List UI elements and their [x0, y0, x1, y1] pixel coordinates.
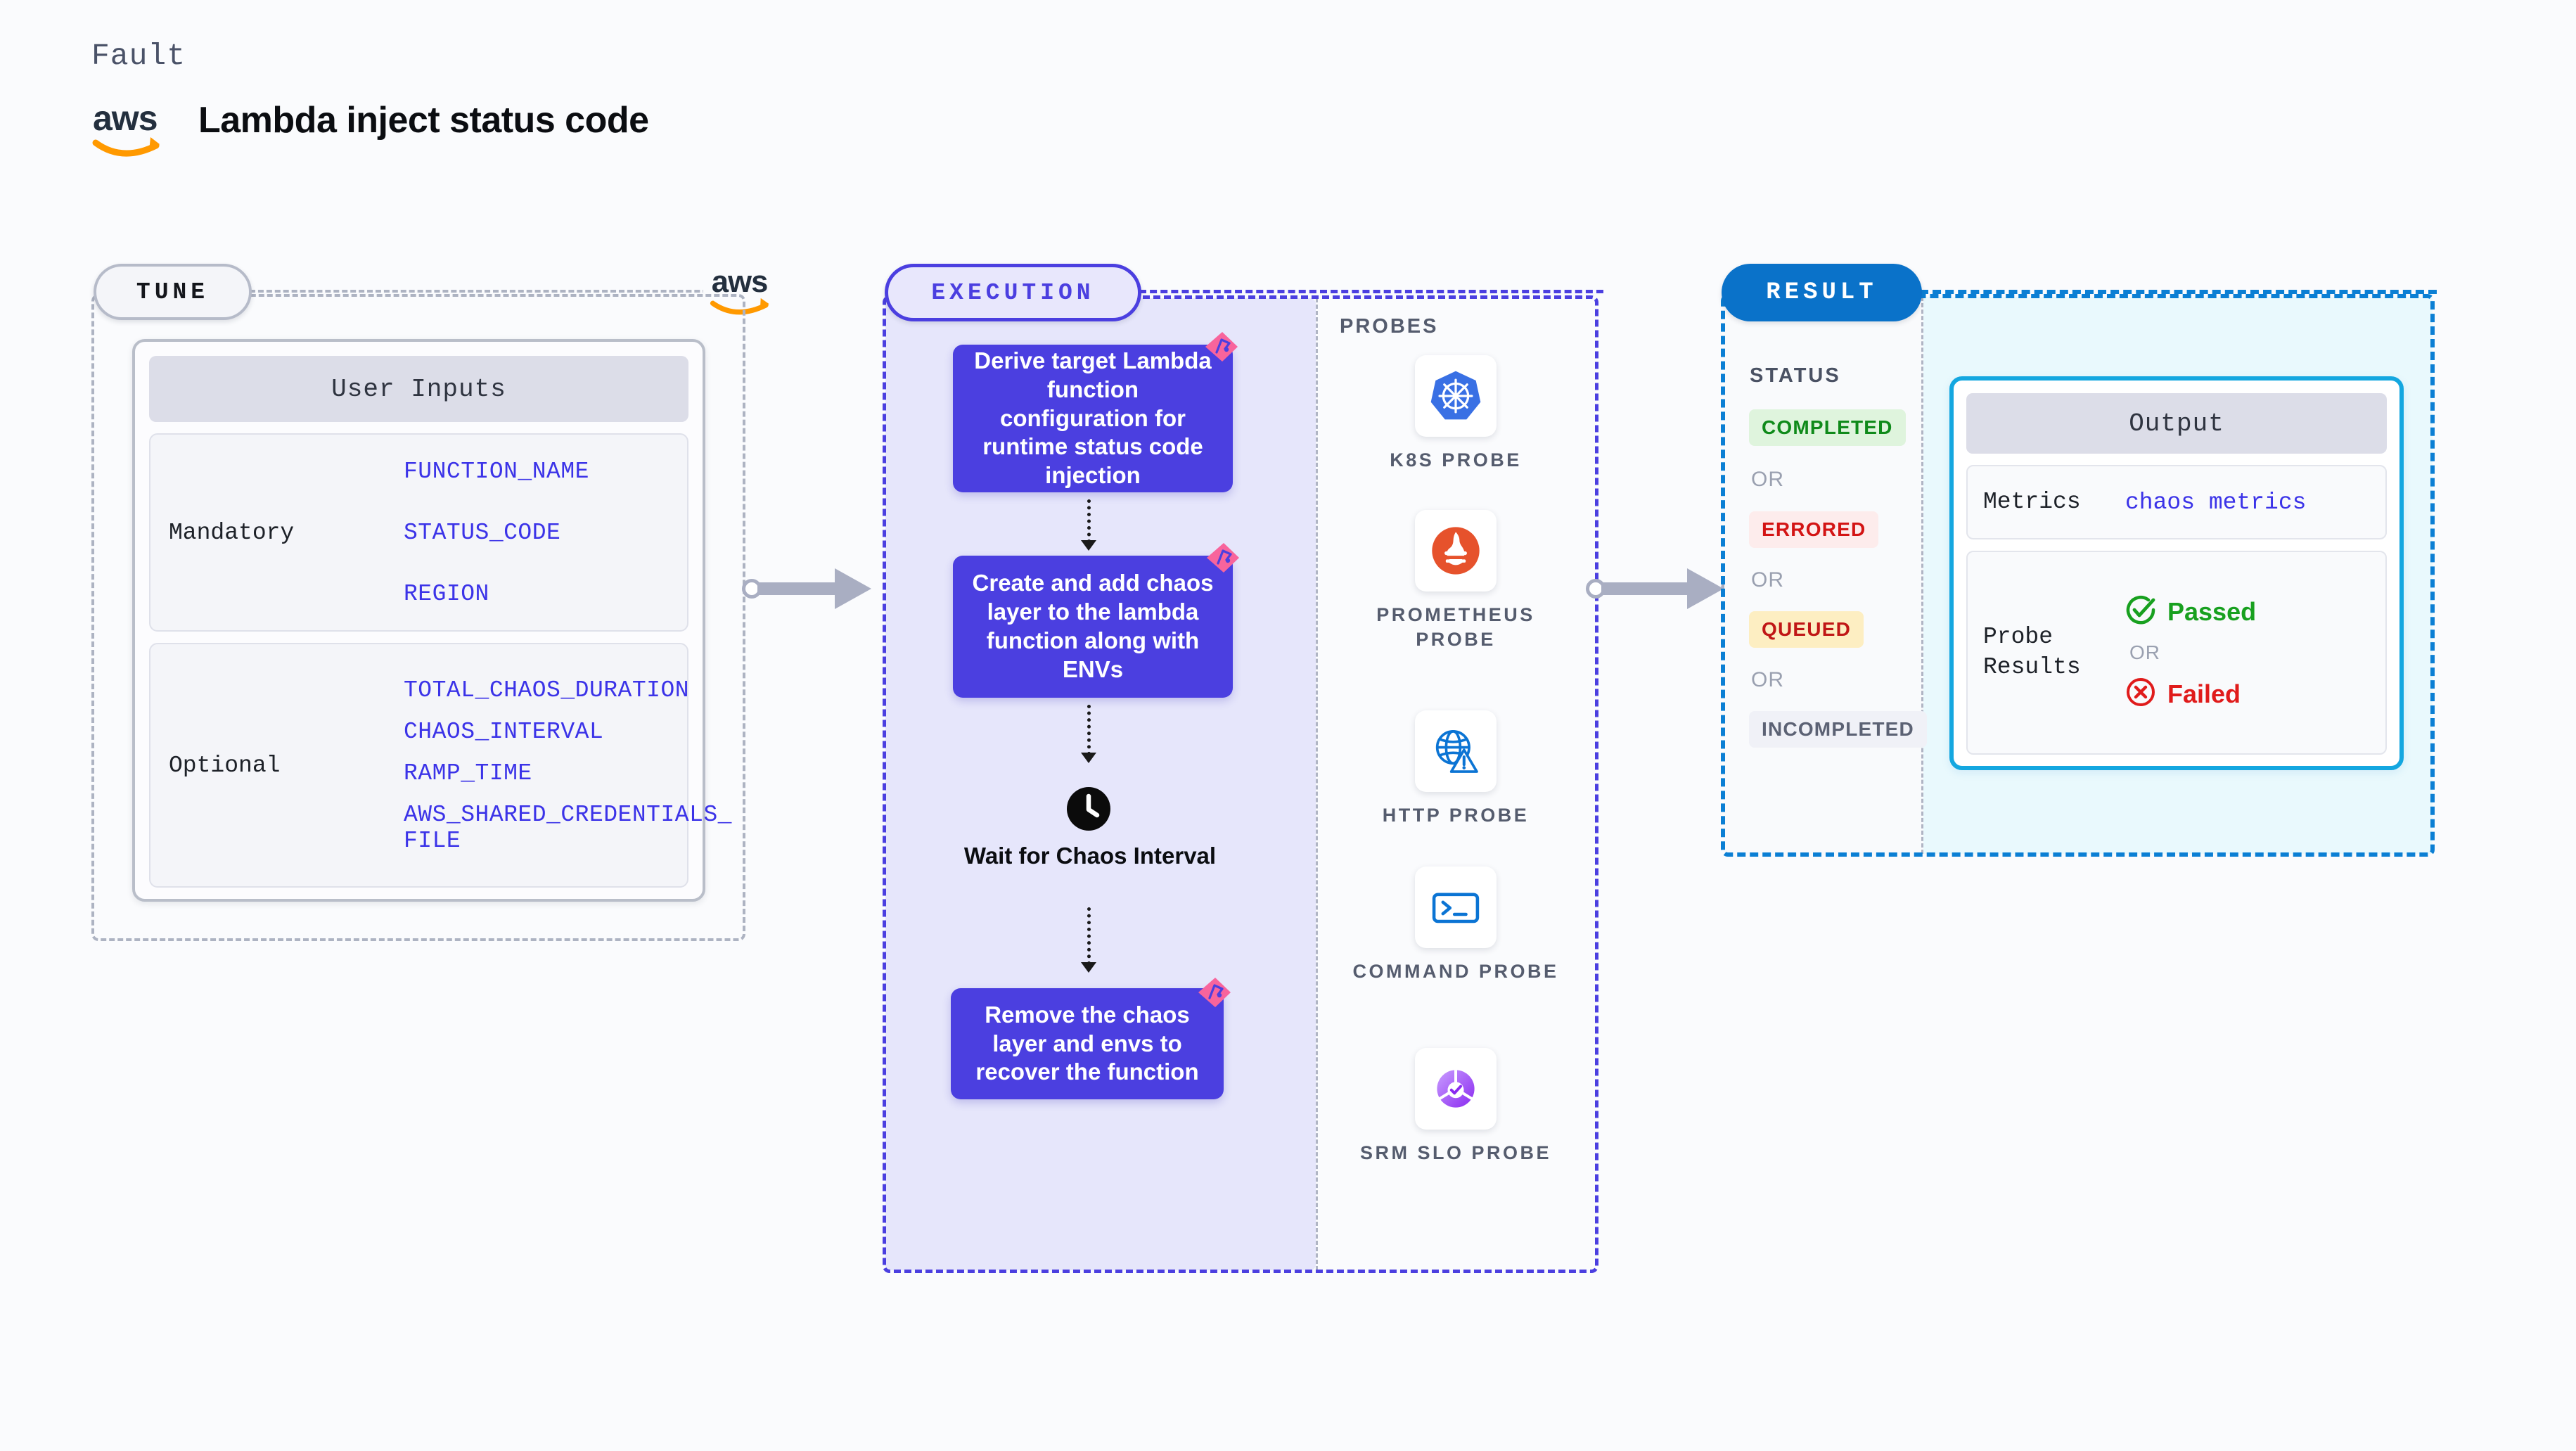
connector-arrowhead-icon [835, 568, 871, 609]
probe-item-srm-slo[interactable]: SRM SLO PROBE [1350, 1048, 1561, 1165]
connector-bar [757, 582, 840, 595]
result-top-dashed-line [1920, 290, 2437, 294]
flow-arrowhead-2-icon [1081, 753, 1096, 763]
param-total-chaos-duration[interactable]: TOTAL_CHAOS_DURATION [404, 677, 690, 703]
tune-stage-badge[interactable]: TUNE [94, 264, 252, 320]
status-badge-queued: QUEUED [1749, 611, 1864, 648]
output-card: Output Metrics chaos metrics Probe Resul… [1949, 376, 2404, 770]
status-or-2: OR [1751, 568, 1784, 592]
status-badge-errored: ERRORED [1749, 511, 1879, 548]
execution-step-1[interactable]: Derive target Lambda function configurat… [953, 345, 1233, 492]
execution-step-3[interactable]: Remove the chaos layer and envs to recov… [951, 988, 1224, 1099]
tune-top-dashed-line [250, 290, 742, 293]
connector-arrowhead-icon [1687, 568, 1724, 609]
status-panel-background [1724, 297, 1921, 854]
tune-stage-container [91, 294, 745, 941]
param-region[interactable]: REGION [404, 580, 489, 607]
flow-arrowhead-3-icon [1081, 962, 1096, 973]
status-divider [1921, 297, 1923, 854]
status-badge-completed: COMPLETED [1749, 409, 1906, 446]
probe-result-failed: Failed [2125, 677, 2256, 711]
probe-item-http[interactable]: HTTP PROBE [1350, 710, 1561, 828]
probe-item-k8s[interactable]: K8S PROBE [1350, 355, 1561, 473]
probe-result-passed: Passed [2125, 594, 2256, 629]
status-or-3: OR [1751, 668, 1784, 691]
kubernetes-icon [1415, 355, 1497, 437]
wait-for-chaos-interval-label: Wait for Chaos Interval [963, 843, 1217, 869]
probe-label-k8s: K8S PROBE [1390, 449, 1522, 471]
litmus-icon [1196, 976, 1232, 1009]
param-aws-shared-credentials-file[interactable]: AWS_SHARED_CREDENTIALS_ FILE [404, 801, 732, 854]
probe-item-command[interactable]: COMMAND PROBE [1350, 867, 1561, 984]
user-inputs-title: User Inputs [149, 356, 688, 422]
connector-execution-to-result [1586, 566, 1741, 611]
execution-stage-badge[interactable]: EXECUTION [885, 264, 1141, 321]
page-title: Lambda inject status code [198, 100, 649, 141]
litmus-icon [1204, 542, 1241, 574]
execution-top-dashed-line [1139, 290, 1603, 293]
aws-logo-icon: aws [91, 94, 190, 160]
litmus-icon [1203, 331, 1239, 363]
result-stage-container [1721, 294, 2435, 857]
param-ramp-time[interactable]: RAMP_TIME [404, 760, 532, 786]
probe-label-srm-slo: SRM SLO PROBE [1359, 1142, 1552, 1163]
user-inputs-card: User Inputs Mandatory FUNCTION_NAME STAT… [132, 339, 731, 902]
probe-label-prometheus: PROMETHEUS PROBE [1376, 604, 1535, 650]
execution-step-2[interactable]: Create and add chaos layer to the lambda… [953, 556, 1233, 698]
probe-result-or: OR [2129, 641, 2160, 663]
execution-step-2-text: Create and add chaos layer to the lambda… [972, 570, 1214, 682]
prometheus-icon [1415, 510, 1497, 592]
flow-arrow-1 [1087, 499, 1094, 543]
probes-title: PROBES [1340, 315, 1439, 338]
execution-step-3-text: Remove the chaos layer and envs to recov… [975, 1001, 1199, 1085]
mandatory-label: Mandatory [169, 519, 295, 546]
output-metrics-key: Metrics [1983, 488, 2081, 515]
probe-item-prometheus[interactable]: PROMETHEUS PROBE [1350, 510, 1561, 651]
probe-failed-label: Failed [2167, 679, 2241, 708]
svg-text:aws: aws [712, 265, 768, 299]
check-circle-icon [2125, 594, 2156, 629]
page-header: Fault aws Lambda inject status code [91, 39, 865, 158]
result-stage-badge[interactable]: RESULT [1722, 264, 1922, 321]
terminal-icon [1415, 867, 1497, 948]
output-title: Output [1966, 393, 2387, 454]
param-function-name[interactable]: FUNCTION_NAME [404, 458, 589, 485]
param-chaos-interval[interactable]: CHAOS_INTERVAL [404, 718, 604, 745]
output-metrics-value[interactable]: chaos metrics [2125, 489, 2307, 516]
output-row-metrics: Metrics chaos metrics [1966, 465, 2387, 539]
execution-stage-container [883, 295, 1598, 1273]
execution-step-1-text: Derive target Lambda function configurat… [974, 347, 1212, 489]
srm-slo-icon [1415, 1048, 1497, 1130]
output-row-probe-results: Probe Results Passed OR [1966, 551, 2387, 755]
mandatory-params-group: Mandatory FUNCTION_NAME STATUS_CODE REGI… [149, 433, 688, 632]
probe-label-command: COMMAND PROBE [1352, 961, 1559, 982]
output-probe-results-key: Probe Results [1983, 624, 2081, 680]
status-badge-incompleted: INCOMPLETED [1749, 711, 1927, 748]
flow-arrow-2 [1087, 705, 1094, 755]
optional-params-group: Optional TOTAL_CHAOS_DURATION CHAOS_INTE… [149, 643, 731, 888]
connector-tune-to-execution [742, 566, 883, 611]
svg-text:aws: aws [93, 98, 158, 138]
fault-kicker: Fault [91, 39, 186, 73]
flow-arrowhead-1-icon [1081, 540, 1096, 551]
connector-bar [1601, 582, 1693, 595]
probes-divider [1316, 298, 1318, 1270]
probe-passed-label: Passed [2167, 596, 2257, 626]
optional-label: Optional [169, 752, 281, 779]
probe-label-http: HTTP PROBE [1382, 805, 1530, 826]
x-circle-icon [2125, 677, 2156, 711]
status-or-1: OR [1751, 468, 1784, 491]
clock-icon [1067, 787, 1110, 831]
status-title: STATUS [1750, 364, 1841, 387]
http-globe-warning-icon [1415, 710, 1497, 792]
flow-arrow-3 [1087, 907, 1094, 965]
param-status-code[interactable]: STATUS_CODE [404, 519, 561, 546]
